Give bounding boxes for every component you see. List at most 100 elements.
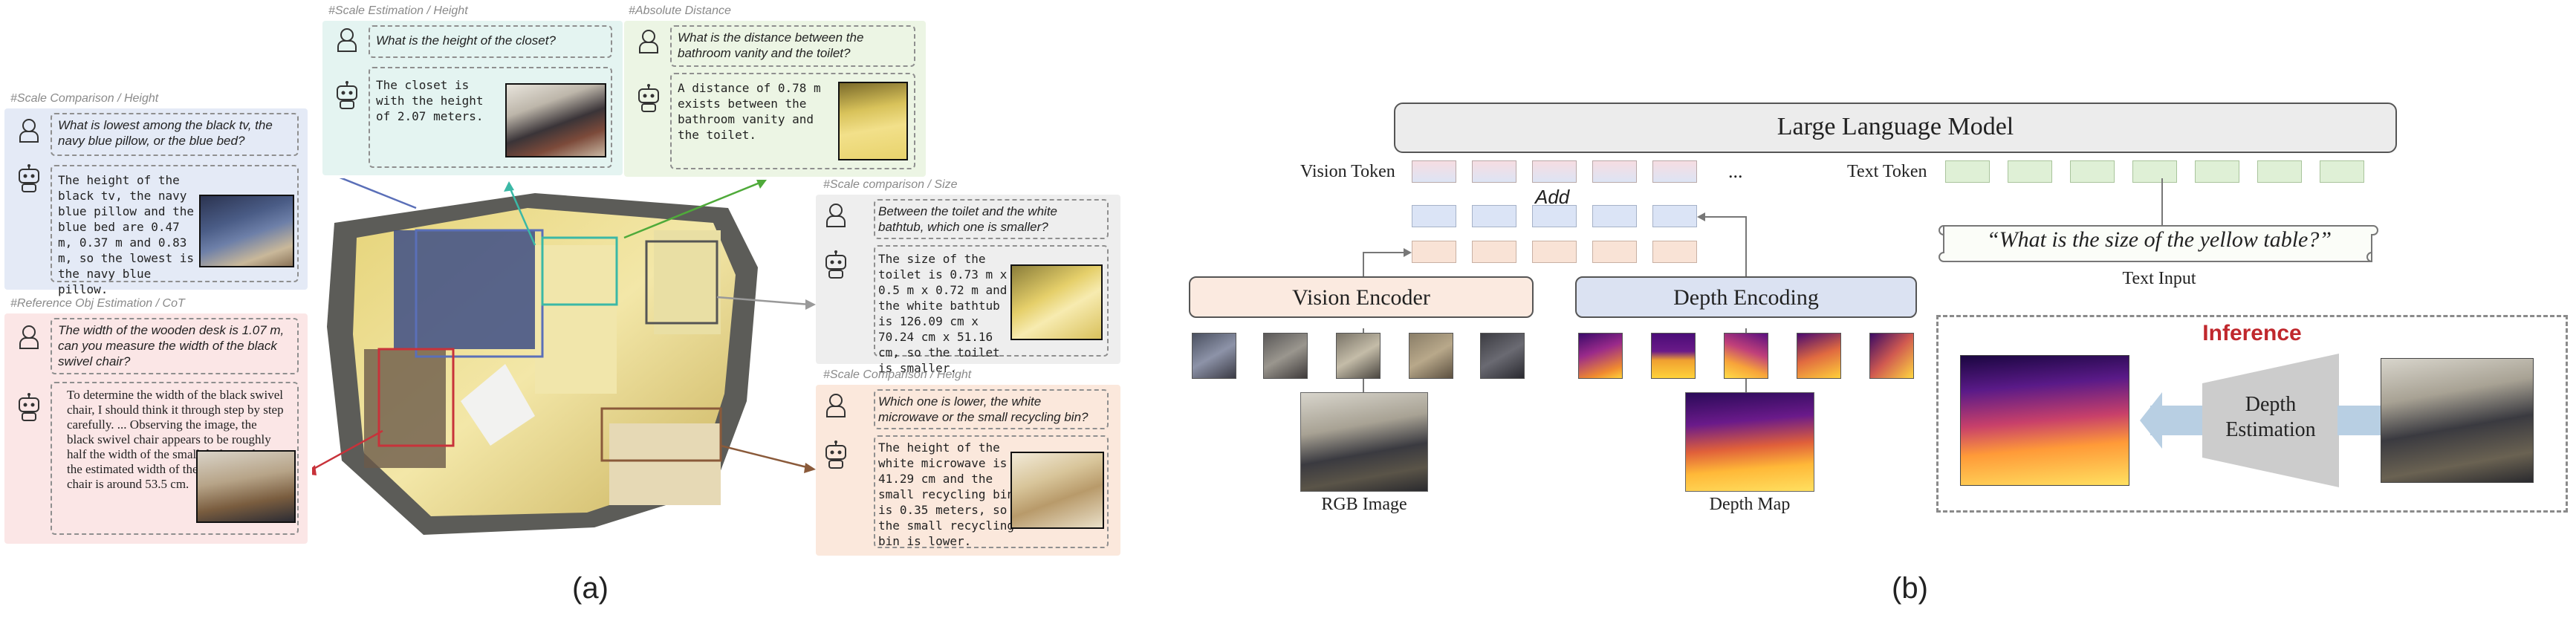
user-icon [826, 204, 846, 227]
card-scale-estimation: What is the height of the closet? The cl… [322, 21, 623, 175]
answer-box [369, 67, 612, 168]
text-token [2257, 160, 2302, 183]
office-photo [196, 450, 296, 523]
toilet-photo [1010, 264, 1103, 340]
depth-token [1652, 205, 1697, 227]
card-reference-obj: The width of the wooden desk is 1.07 m, … [4, 313, 308, 544]
llm-label: Large Language Model [1777, 113, 2014, 140]
answer-text: A distance of 0.78 m exists between the … [678, 81, 821, 142]
text-token [2195, 160, 2239, 183]
closet-photo [505, 83, 606, 157]
depth-encoding-label: Depth Encoding [1673, 285, 1819, 310]
bedroom-photo [199, 195, 294, 267]
text-token [1945, 160, 1990, 183]
depth-token [1412, 205, 1456, 227]
vision-token [1592, 160, 1637, 183]
text-input-quote: “What is the size of the yellow table?” [1986, 227, 2332, 252]
question-box [51, 318, 299, 374]
depth-estimation-label: Depth Estimation [2225, 393, 2316, 441]
rgb-patch [1336, 333, 1381, 379]
answer-box [874, 245, 1109, 357]
robot-icon [19, 164, 39, 192]
kitchen-photo [1010, 452, 1104, 529]
bathroom-photo [838, 82, 908, 160]
rgb-patch [1192, 333, 1236, 379]
llm-box [1394, 103, 2397, 153]
depth-patch [1797, 333, 1841, 379]
answer-box [51, 382, 299, 535]
inference-depth-output [1960, 355, 2129, 486]
depth-map-image [1685, 392, 1814, 492]
scene-3d [312, 178, 816, 535]
question-box [369, 25, 612, 58]
rgb-image [1300, 392, 1428, 492]
vision-token [1412, 160, 1456, 183]
user-icon [826, 394, 846, 417]
answer-box [51, 165, 299, 282]
rgb-token [1412, 241, 1456, 263]
ellipsis: ... [1728, 160, 1743, 182]
tag-scale-comparison-size: #Scale comparison / Size [823, 178, 958, 191]
question-box [874, 199, 1109, 239]
answer-text: To determine the width of the black swiv… [67, 388, 284, 491]
question-box [874, 389, 1109, 429]
answer-text: The closet is with the height of 2.07 me… [376, 78, 484, 123]
question-text: The width of the wooden desk is 1.07 m, … [58, 323, 285, 368]
card-scale-comparison-size: Between the toilet and the white bathtub… [816, 195, 1120, 375]
tag-scale-comparison-height-right: #Scale Comparison / Height [823, 368, 972, 381]
rgb-token [1472, 241, 1516, 263]
rgb-image-label: RGB Image [1321, 495, 1407, 514]
rgb-token [1592, 241, 1637, 263]
vision-token [1472, 160, 1516, 183]
robot-icon [19, 393, 39, 421]
text-input-label: Text Input [2122, 269, 2196, 288]
depth-token [1532, 205, 1577, 227]
depth-patch [1651, 333, 1696, 379]
user-icon [19, 119, 39, 143]
inference-rgb-input [2381, 358, 2534, 483]
depth-token [1472, 205, 1516, 227]
user-icon [639, 30, 658, 53]
card-scale-comparison-height-left: What is lowest among the black tv, the n… [4, 108, 308, 296]
card-scale-comparison-height-right: Which one is lower, the white microwave … [816, 385, 1120, 556]
tag-reference-obj: #Reference Obj Estimation / CoT [10, 297, 185, 310]
answer-text: The height of the black tv, the navy blu… [58, 173, 195, 296]
question-text: What is the height of the closet? [376, 33, 556, 48]
vision-token [1532, 160, 1577, 183]
tag-scale-estimation: #Scale Estimation / Height [328, 4, 468, 17]
depth-encoding-box [1575, 276, 1917, 318]
inference-title: Inference [2202, 321, 2302, 345]
rgb-patch [1480, 333, 1525, 379]
caption-b: (b) [1892, 572, 1928, 605]
tag-absolute-distance: #Absolute Distance [629, 4, 731, 17]
text-token [2320, 160, 2364, 183]
answer-text: The size of the toilet is 0.73 m x 0.5 m… [878, 252, 1008, 375]
rgb-patch [1409, 333, 1453, 379]
depth-patch [1578, 333, 1623, 379]
text-token-label: Text Token [1847, 162, 1927, 181]
answer-box [670, 73, 915, 169]
question-text: What is lowest among the black tv, the n… [58, 118, 273, 148]
text-token [2132, 160, 2177, 183]
vision-encoder-label: Vision Encoder [1292, 285, 1430, 310]
depth-token [1592, 205, 1637, 227]
question-text: What is the distance between the bathroo… [678, 30, 864, 60]
depth-patch [1724, 333, 1768, 379]
depth-map-label: Depth Map [1709, 495, 1791, 514]
add-label: Add [1535, 186, 1570, 208]
answer-text: The height of the white microwave is 41.… [878, 440, 1015, 548]
text-token [2008, 160, 2052, 183]
rgb-token [1532, 241, 1577, 263]
question-text: Between the toilet and the white bathtub… [878, 204, 1057, 234]
text-token [2070, 160, 2115, 183]
question-box [670, 25, 915, 67]
robot-icon [337, 81, 357, 109]
user-icon [337, 28, 357, 52]
rgb-patch [1263, 333, 1308, 379]
depth-patch [1869, 333, 1914, 379]
rgb-token [1652, 241, 1697, 263]
vision-token [1652, 160, 1697, 183]
text-input-scroll [1939, 225, 2378, 262]
vision-encoder-box [1189, 276, 1534, 318]
card-absolute-distance: What is the distance between the bathroo… [624, 21, 926, 177]
